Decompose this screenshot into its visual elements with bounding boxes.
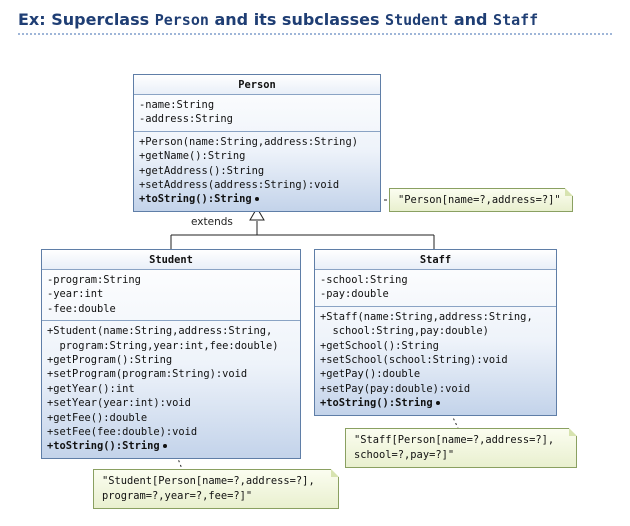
title-middle: and its subclasses <box>208 10 386 29</box>
staff-method-tostring: +toString():String <box>320 396 551 410</box>
staff-attribute: -school:String <box>320 274 408 286</box>
person-tostring-text: +toString():String <box>139 193 252 206</box>
title-and: and <box>448 10 494 29</box>
class-person-methods: +Person(name:String,address:String) +get… <box>134 132 380 211</box>
staff-method: +Staff(name:String,address:String, <box>320 310 533 323</box>
diagram-title: Ex: Superclass Person and its subclasses… <box>18 10 538 29</box>
class-student-attributes: -program:String -year:int -fee:double <box>42 270 300 322</box>
note-student-line: "Student[Person[name=?,address=?], <box>102 475 315 487</box>
person-method: +getName():String <box>139 150 246 163</box>
staff-tostring-text: +toString():String <box>320 397 433 410</box>
extends-label: extends <box>191 216 233 228</box>
note-staff: "Staff[Person[name=?,address=?], school=… <box>345 428 577 468</box>
person-method: +Person(name:String,address:String) <box>139 135 358 148</box>
note-person: "Person[name=?,address=?]" <box>389 188 573 212</box>
class-staff: Staff -school:String -pay:double +Staff(… <box>314 249 557 416</box>
note-fold <box>565 188 573 196</box>
note-staff-line: school=?,pay=?]" <box>354 449 455 461</box>
student-method: program:String,year:int,fee:double) <box>47 339 279 352</box>
title-subclass-2: Staff <box>493 11 539 29</box>
title-prefix: Ex: Superclass <box>18 10 155 29</box>
person-method: +getAddress():String <box>139 164 265 177</box>
staff-method: school:String,pay:double) <box>320 325 489 338</box>
student-attribute: -program:String <box>47 274 141 286</box>
student-method: +setFee(fee:double):void <box>47 425 198 438</box>
staff-method: +setSchool(school:String):void <box>320 353 508 366</box>
class-person: Person -name:String -address:String +Per… <box>133 74 381 212</box>
student-method: +getFee():double <box>47 411 148 424</box>
title-subclass-1: Student <box>385 11 449 29</box>
student-method: +getProgram():String <box>47 353 173 366</box>
class-person-name: Person <box>134 75 380 95</box>
student-attribute: -year:int <box>47 288 104 301</box>
person-attribute: -name:String <box>139 99 215 111</box>
class-staff-attributes: -school:String -pay:double <box>315 270 556 307</box>
student-attribute: -fee:double <box>47 302 116 315</box>
student-tostring-text: +toString():String <box>47 440 160 453</box>
note-student: "Student[Person[name=?,address=?], progr… <box>93 469 339 509</box>
staff-attribute: -pay:double <box>320 288 389 301</box>
class-staff-name: Staff <box>315 250 556 270</box>
title-underline <box>18 33 612 35</box>
staff-method: +getSchool():String <box>320 339 439 352</box>
note-fold <box>331 469 339 477</box>
note-staff-line: "Staff[Person[name=?,address=?], <box>354 434 555 446</box>
title-superclass: Person <box>154 11 209 29</box>
person-tostring-anchor-dot <box>254 197 259 202</box>
student-method: +setYear(year:int):void <box>47 397 191 410</box>
person-method-tostring: +toString():String <box>139 192 375 206</box>
class-student-methods: +Student(name:String,address:String, pro… <box>42 321 300 458</box>
inheritance-arrowhead <box>249 207 265 221</box>
note-student-line: program=?,year=?,fee=?]" <box>102 490 253 502</box>
class-student-name: Student <box>42 250 300 270</box>
person-method: +setAddress(address:String):void <box>139 178 340 191</box>
student-method-tostring: +toString():String <box>47 439 295 453</box>
student-method: +Student(name:String,address:String, <box>47 325 273 338</box>
note-fold <box>569 428 577 436</box>
class-staff-methods: +Staff(name:String,address:String, schoo… <box>315 307 556 415</box>
staff-tostring-anchor-dot <box>435 401 440 406</box>
class-person-attributes: -name:String -address:String <box>134 95 380 132</box>
student-tostring-anchor-dot <box>162 444 167 449</box>
class-student: Student -program:String -year:int -fee:d… <box>41 249 301 459</box>
student-method: +getYear():int <box>47 382 135 395</box>
note-person-line: "Person[name=?,address=?]" <box>398 194 561 206</box>
staff-method: +getPay():double <box>320 368 421 381</box>
student-method: +setProgram(program:String):void <box>47 368 248 381</box>
staff-note-link <box>446 404 459 429</box>
person-attribute: -address:String <box>139 113 233 126</box>
staff-method: +setPay(pay:double):void <box>320 382 471 395</box>
student-note-link <box>174 450 183 470</box>
